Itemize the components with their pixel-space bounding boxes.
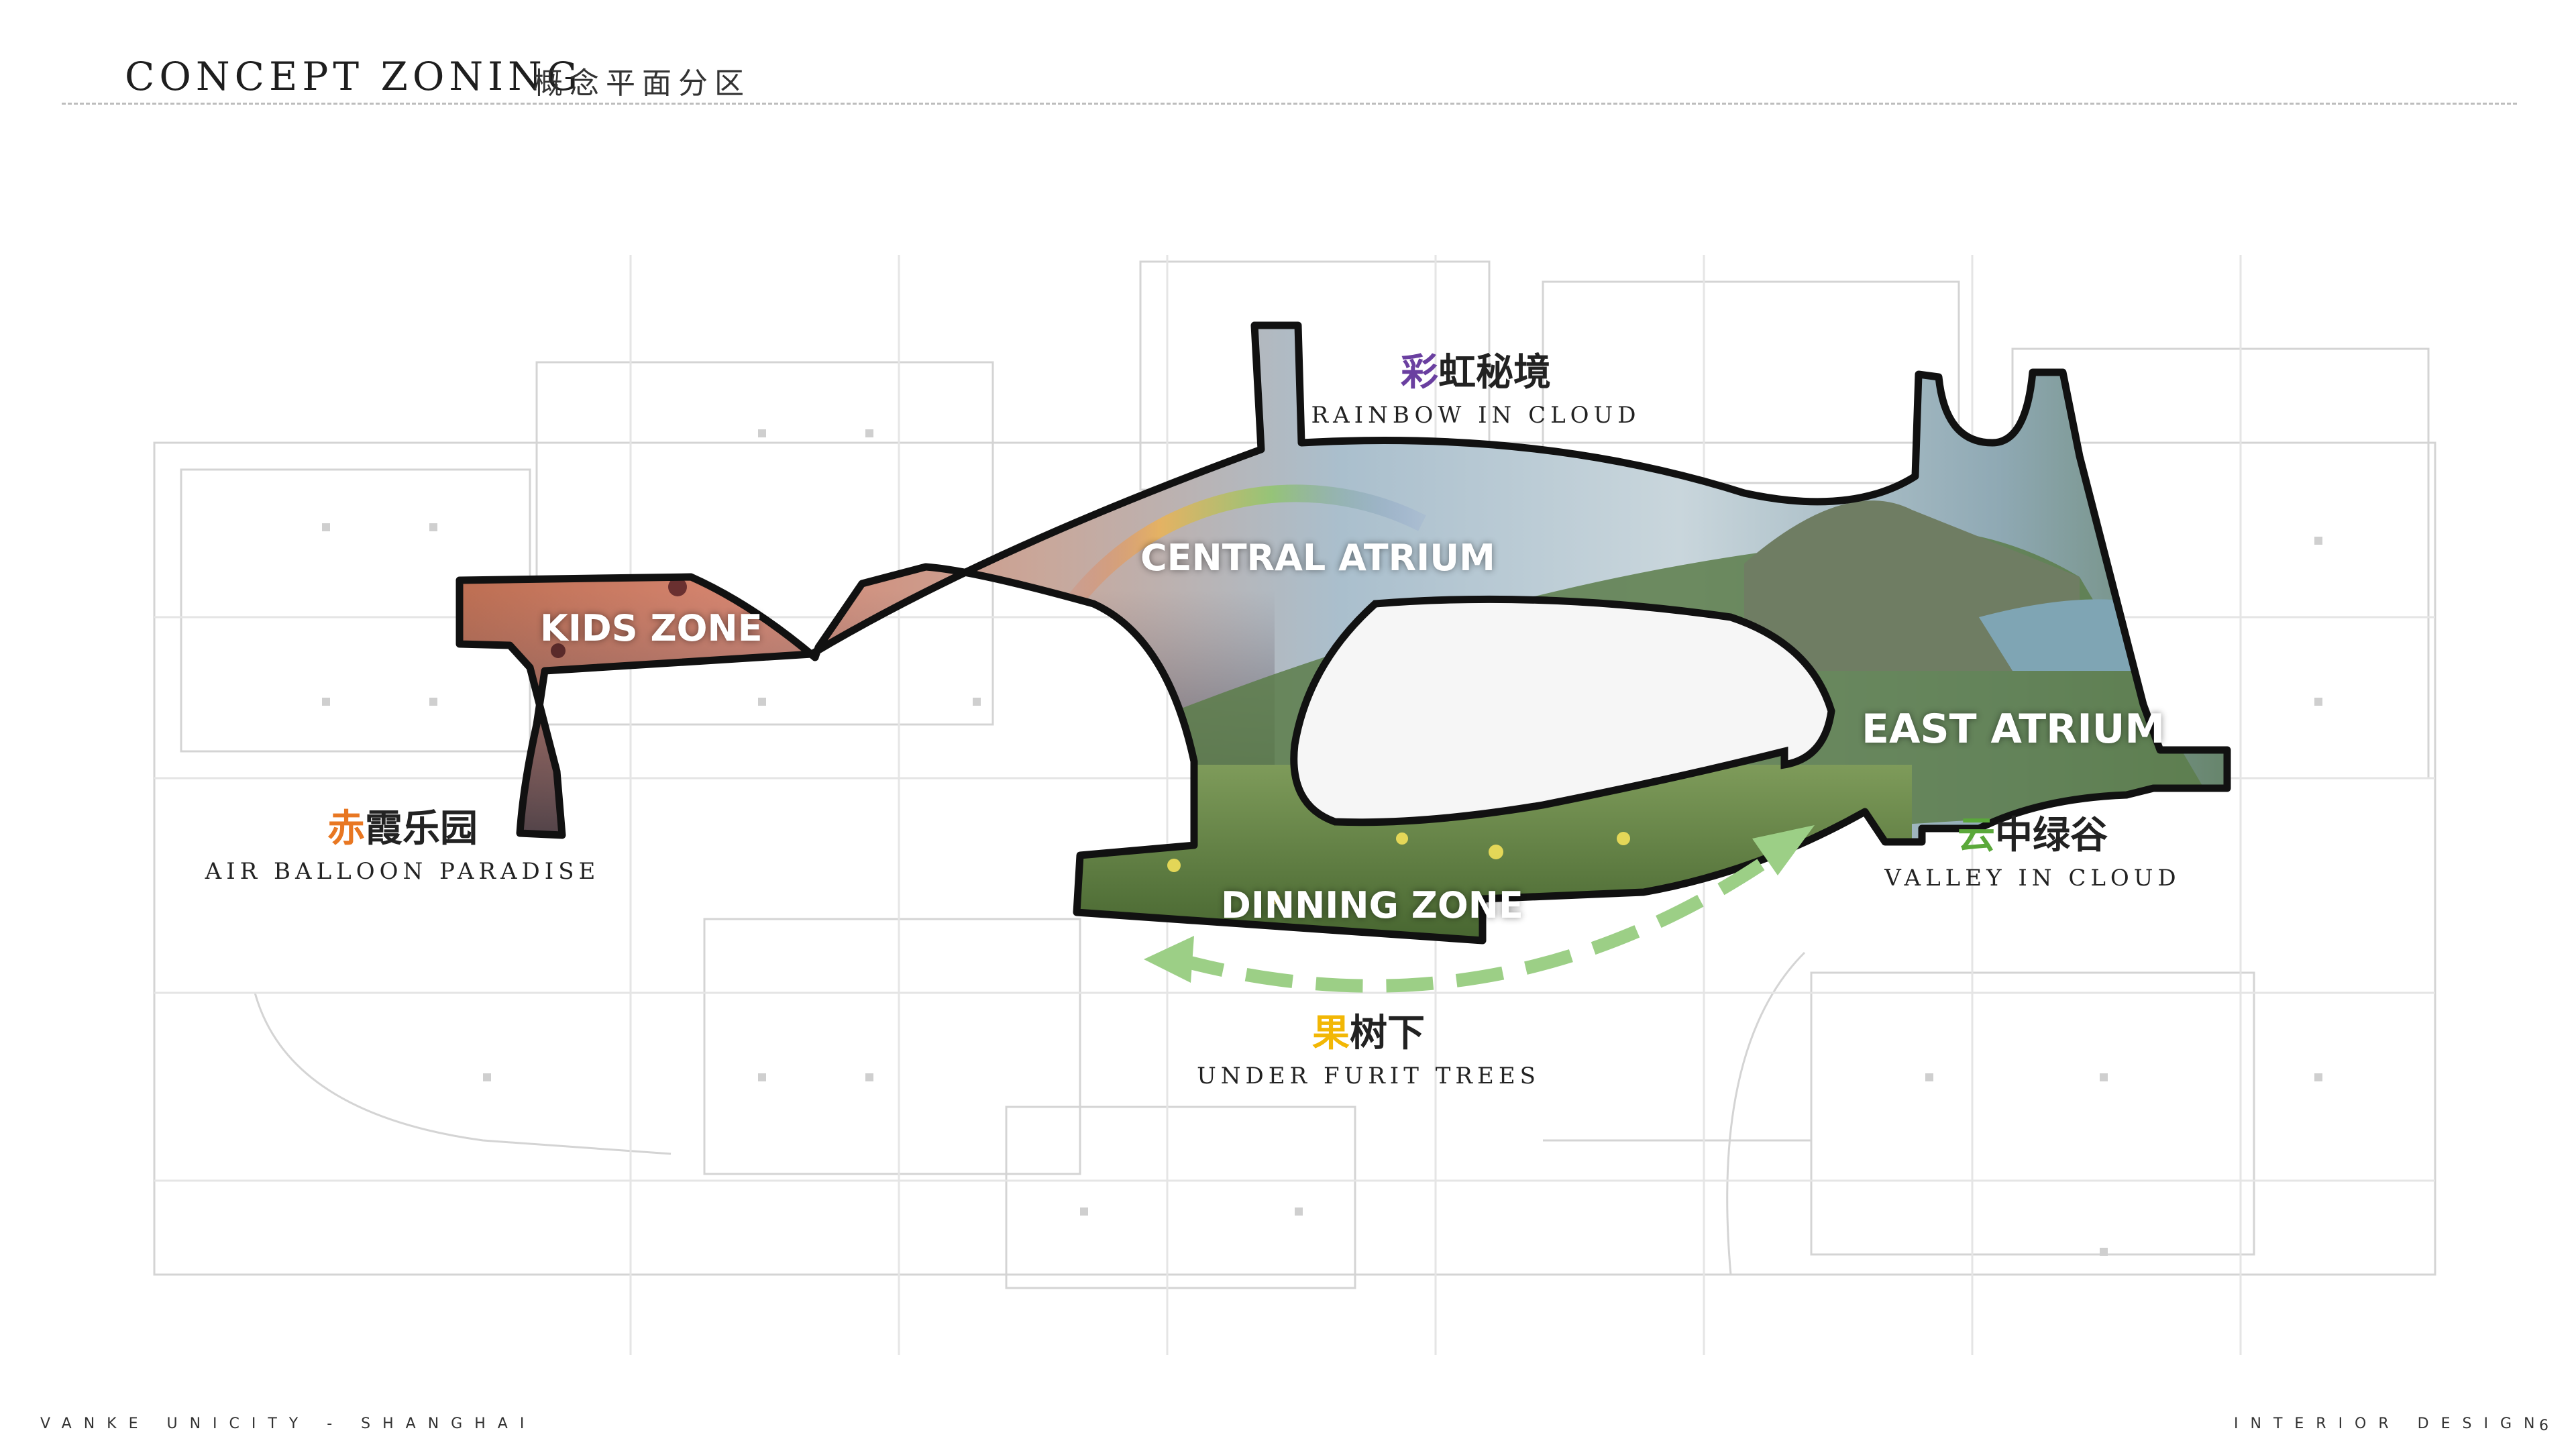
- callout-valley-cn: 云中绿谷: [1884, 805, 2180, 859]
- label-dining-zone: DINNING ZONE: [1221, 884, 1523, 926]
- zone-outline: [455, 321, 2231, 945]
- page-title-en: CONCEPT ZONING: [125, 54, 583, 99]
- route-arrow: [1175, 843, 1788, 993]
- label-central-atrium: CENTRAL ATRIUM: [1140, 537, 1495, 579]
- callout-air-balloon: 赤霞乐园 AIR BALLOON PARADISE: [205, 798, 600, 885]
- label-east-atrium: EAST ATRIUM: [1862, 706, 2165, 753]
- callout-rainbow-accent: 彩: [1400, 351, 1438, 394]
- callout-rainbow: 彩虹秘境 RAINBOW IN CLOUD: [1311, 342, 1641, 429]
- callout-valley: 云中绿谷 VALLEY IN CLOUD: [1884, 805, 2180, 892]
- callout-rainbow-en: RAINBOW IN CLOUD: [1311, 402, 1641, 429]
- footer-project: VANKE UNICITY - SHANGHAI: [40, 1415, 537, 1432]
- callout-air-balloon-rest: 霞乐园: [364, 807, 478, 851]
- callout-trees-accent: 果: [1311, 1012, 1350, 1055]
- page-number: 6: [2539, 1417, 2548, 1434]
- arrowhead-left: [1144, 936, 1194, 983]
- callout-valley-en: VALLEY IN CLOUD: [1884, 865, 2181, 892]
- callout-air-balloon-en: AIR BALLOON PARADISE: [205, 858, 600, 885]
- callout-trees-en: UNDER FURIT TREES: [1197, 1063, 1540, 1089]
- callout-trees-rest: 树下: [1349, 1012, 1425, 1055]
- callout-air-balloon-accent: 赤: [327, 807, 365, 851]
- footer-discipline: INTERIOR DESIGN: [2234, 1415, 2547, 1432]
- callout-rainbow-cn: 彩虹秘境: [1311, 342, 1641, 396]
- arrowhead-right: [1752, 825, 1815, 875]
- callout-trees: 果树下 UNDER FURIT TREES: [1197, 1003, 1540, 1089]
- central-void: [1290, 595, 1835, 826]
- page-title-cn: 概念平面分区: [533, 66, 751, 101]
- header-divider: [62, 103, 2517, 105]
- callout-valley-accent: 云: [1957, 814, 1995, 857]
- callout-valley-rest: 中绿谷: [1995, 814, 2108, 857]
- label-kids-zone: KIDS ZONE: [540, 607, 763, 649]
- callout-trees-cn: 果树下: [1197, 1003, 1540, 1057]
- callout-air-balloon-cn: 赤霞乐园: [205, 798, 600, 853]
- callout-rainbow-rest: 虹秘境: [1438, 351, 1551, 394]
